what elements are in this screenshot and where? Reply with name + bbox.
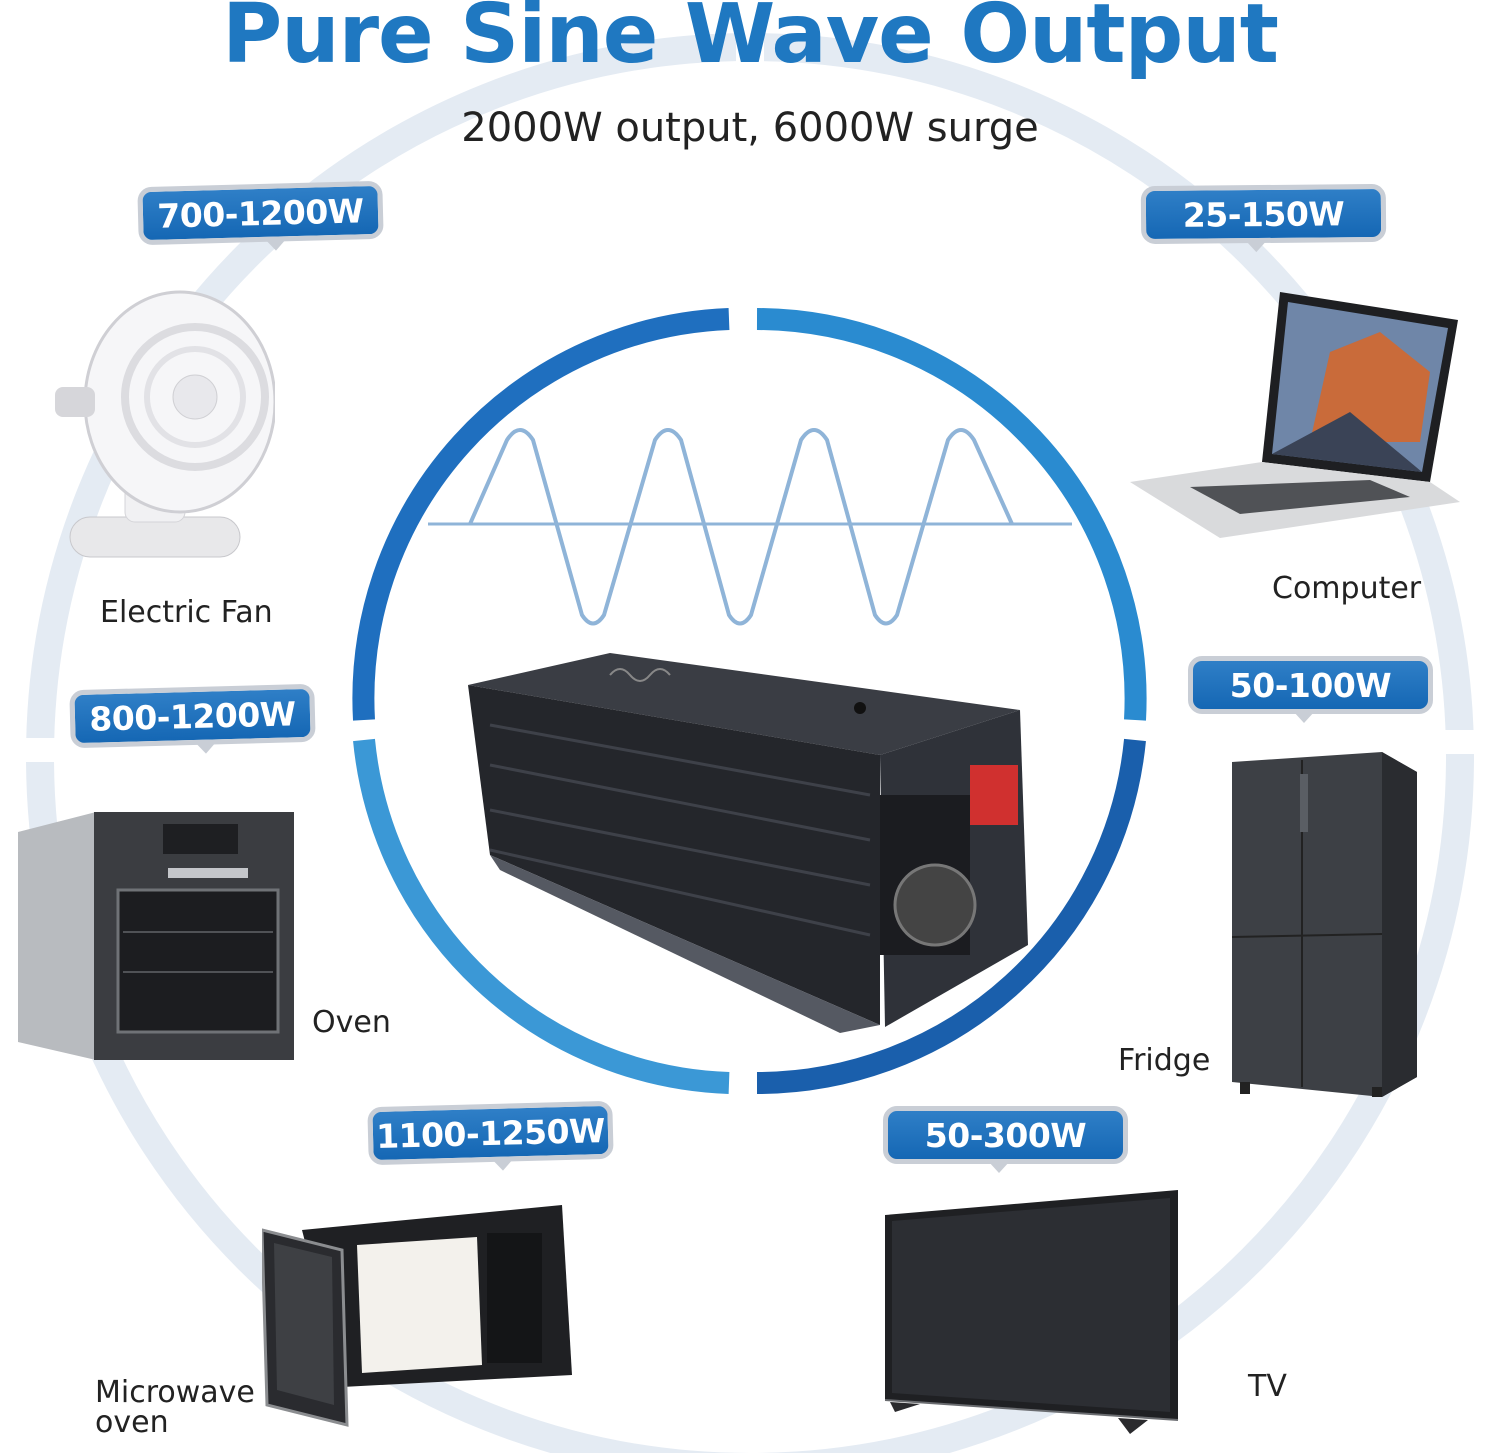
- television-icon: [884, 1190, 1179, 1434]
- power-value: 50-100W: [1229, 665, 1392, 705]
- electric-fan-icon: [55, 290, 275, 558]
- oven-icon: [18, 812, 294, 1060]
- inner-ring-top-left: [352, 308, 730, 721]
- refrigerator-icon: [1232, 752, 1417, 1097]
- power-badge-tv: 50-300W: [883, 1106, 1128, 1173]
- inner-ring-bottom-right: [756, 738, 1146, 1094]
- appliance-label-electric-fan: Electric Fan: [100, 595, 273, 630]
- inner-ring-top-right: [756, 308, 1147, 721]
- appliance-label-computer: Computer: [1272, 571, 1422, 606]
- sine-wave: [468, 428, 1014, 626]
- appliance-label-tv: TV: [1248, 1369, 1287, 1404]
- power-value: 700-1200W: [156, 190, 365, 236]
- appliance-label-fridge: Fridge: [1118, 1043, 1211, 1078]
- power-value: 1100-1250W: [375, 1110, 606, 1156]
- power-value: 25-150W: [1182, 193, 1345, 235]
- power-badge-computer: 25-150W: [1140, 183, 1387, 253]
- headline: Pure Sine Wave Output: [222, 0, 1279, 82]
- power-badge-electric-fan: 700-1200W: [137, 180, 384, 251]
- power-value: 50-300W: [924, 1115, 1087, 1155]
- inner-ring-bottom-left: [353, 738, 730, 1094]
- power-badge-fridge: 50-100W: [1188, 656, 1433, 723]
- appliance-label-microwave: Microwave oven: [95, 1375, 255, 1440]
- ring-gap-top: [736, 25, 764, 95]
- microwave-icon: [262, 1205, 572, 1427]
- ring-gap-left: [0, 738, 80, 762]
- power-badge-microwave: 1100-1250W: [367, 1100, 614, 1171]
- power-badge-oven: 800-1200W: [69, 683, 316, 754]
- power-value: 800-1200W: [88, 693, 297, 739]
- power-inverter-icon: [468, 653, 1028, 1033]
- inner-ring: [352, 308, 1147, 1094]
- ring-gap-right: [1420, 730, 1500, 754]
- appliance-label-oven: Oven: [312, 1005, 391, 1040]
- subline: 2000W output, 6000W surge: [461, 105, 1039, 151]
- laptop-icon: [1130, 292, 1460, 538]
